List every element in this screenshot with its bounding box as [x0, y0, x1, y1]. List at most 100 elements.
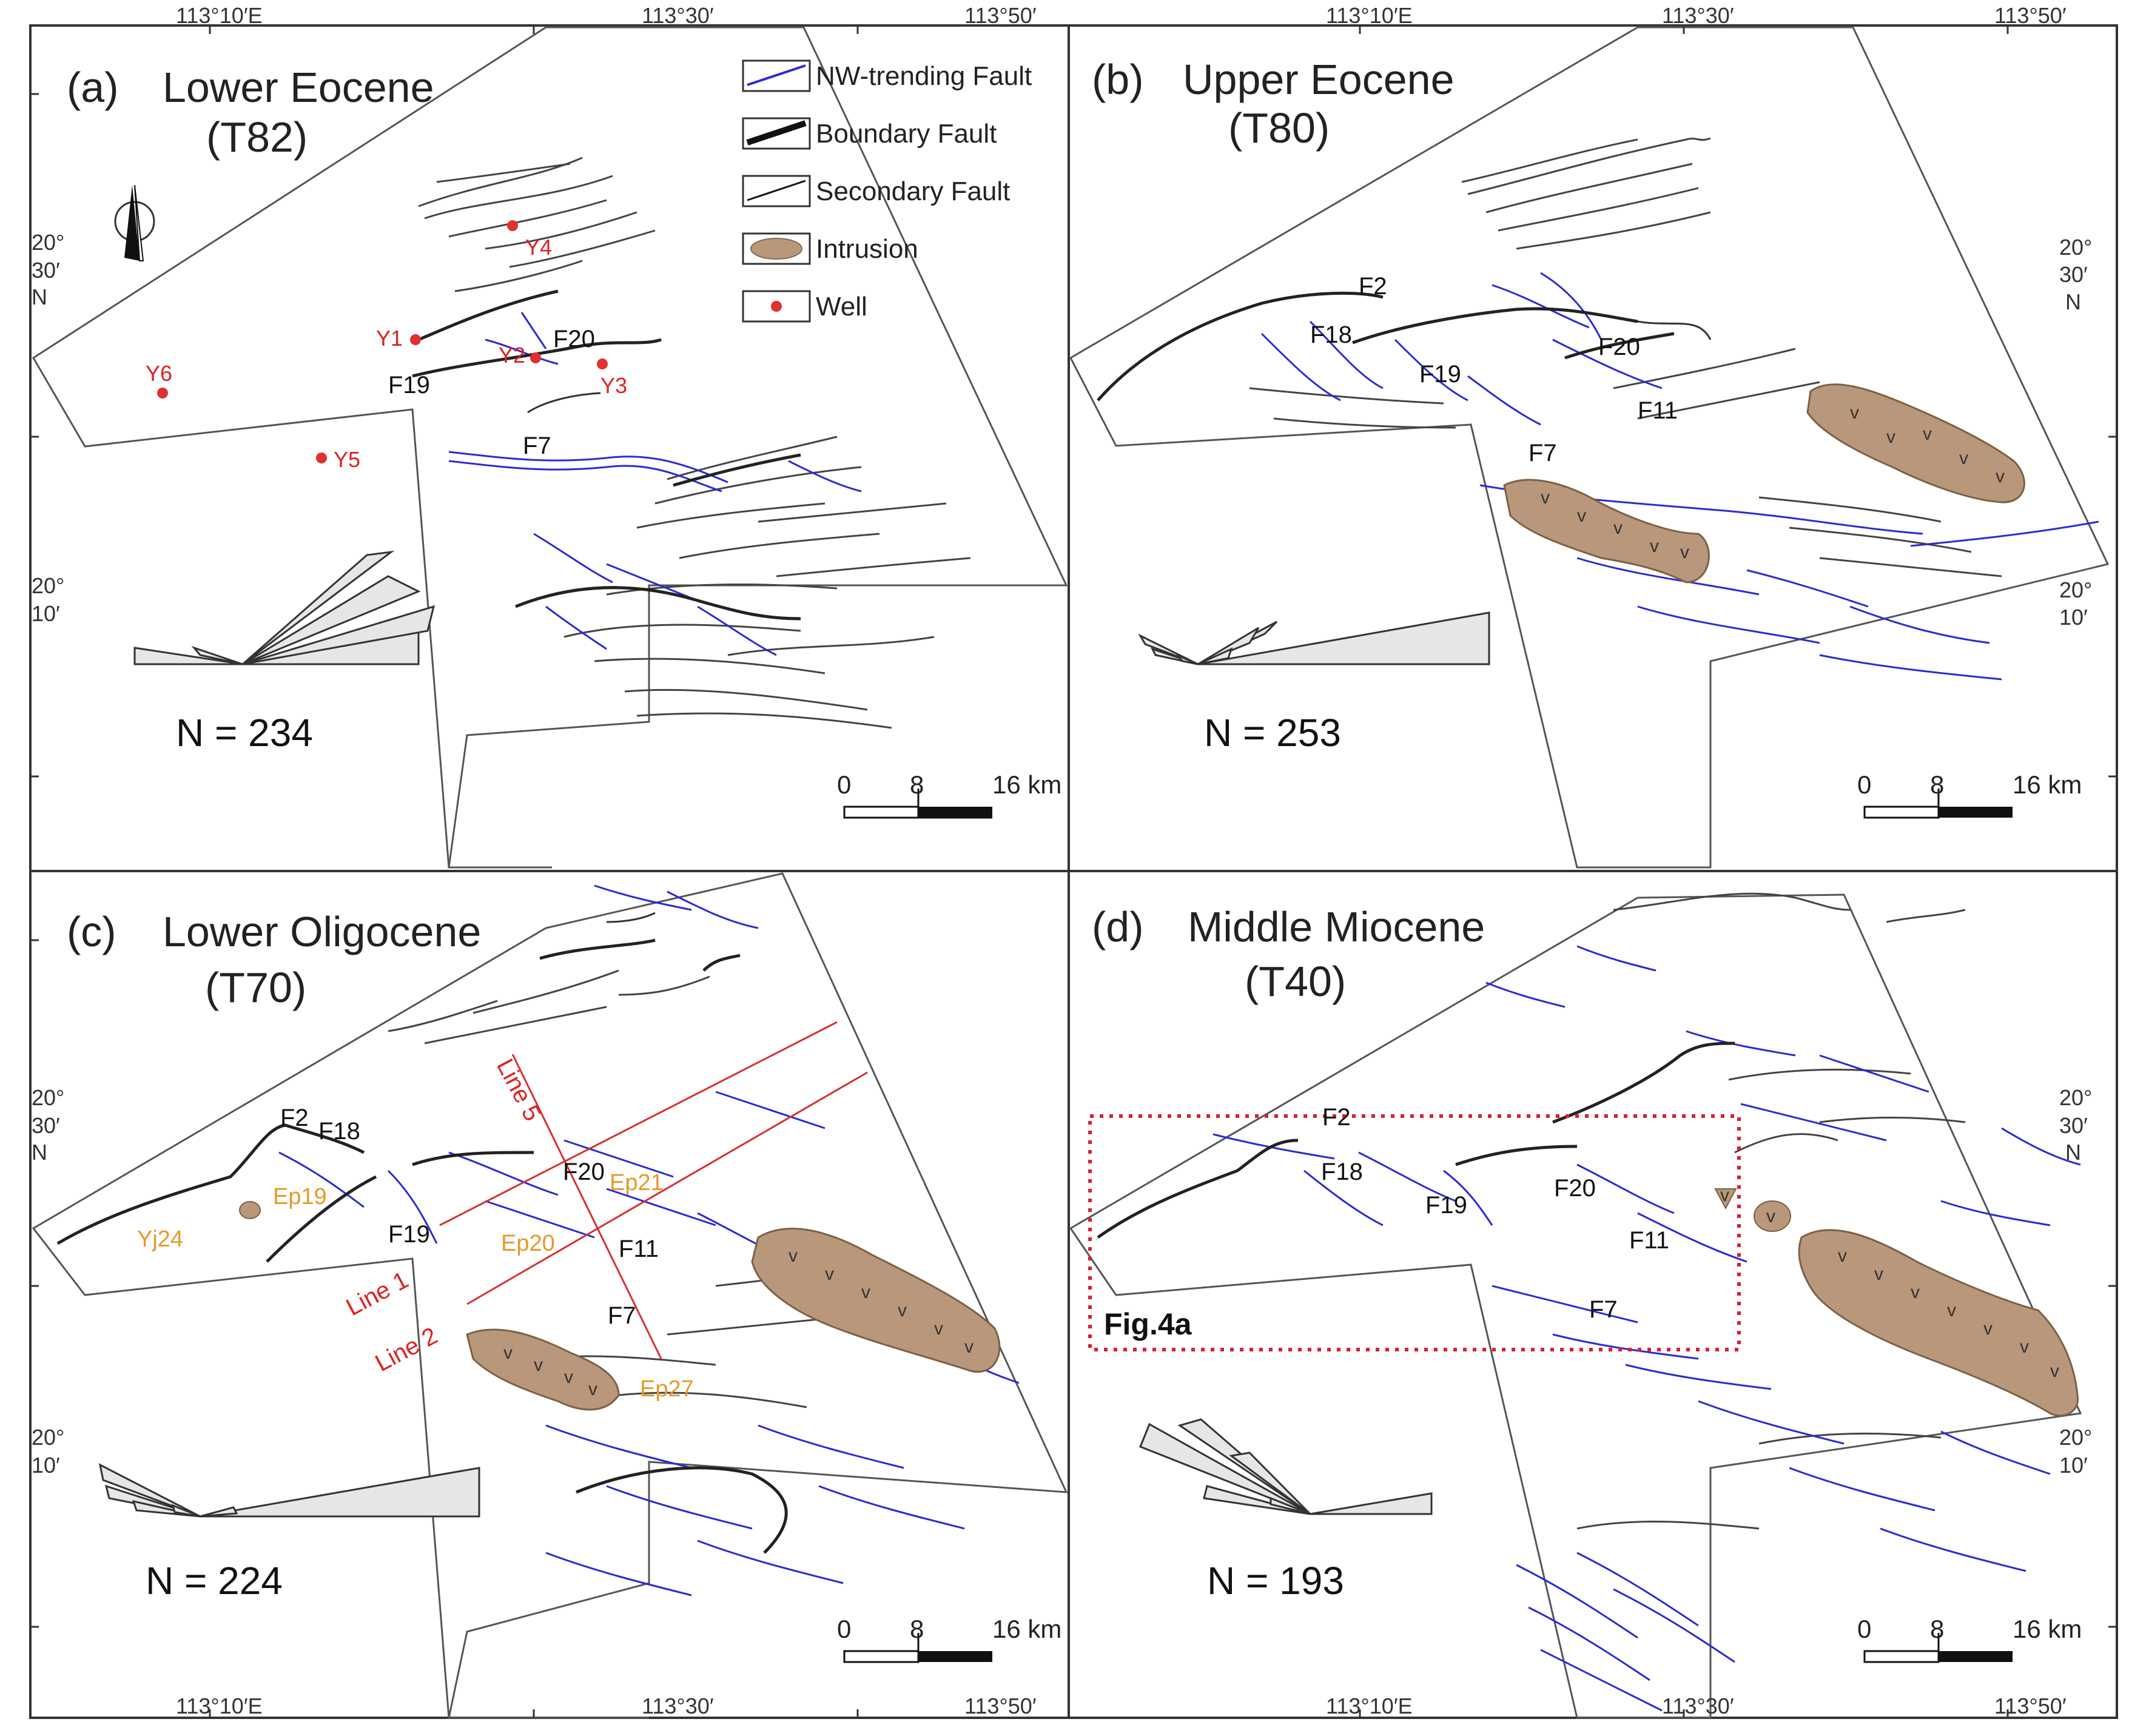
svg-text:v: v [789, 1246, 798, 1266]
svg-text:v: v [825, 1264, 834, 1284]
panel-d-letter: (d) [1092, 903, 1144, 950]
legend: NW-trending Fault Boundary Fault Seconda… [742, 59, 1032, 323]
secondary-faults-a [418, 156, 971, 729]
fault-label-b-F11: F11 [1638, 397, 1678, 424]
lat-30-deg: 20° [32, 230, 64, 255]
fault-label-c-F2: F2 [280, 1105, 309, 1131]
svg-text:v: v [1838, 1246, 1847, 1266]
fault-label-b-F19: F19 [1419, 361, 1461, 388]
legend-intrusion-icon [750, 238, 802, 260]
svg-text:v: v [1983, 1319, 1993, 1339]
rose-diagram-d [1139, 1418, 1433, 1515]
fault-label-d-F18: F18 [1321, 1159, 1363, 1185]
lon-label-c-3: 113°50′ [964, 1694, 1037, 1718]
scale-b-zero: 0 [1857, 770, 1871, 799]
svg-text:v: v [1996, 466, 2005, 486]
fault-label-c-F20: F20 [563, 1159, 605, 1185]
svg-text:v: v [564, 1367, 573, 1387]
scale-c-zero: 0 [837, 1615, 851, 1643]
survey-outline-b [1069, 26, 2110, 869]
svg-text:v: v [1541, 488, 1550, 508]
fault-label-a-F19: F19 [388, 372, 430, 399]
fault-label-d-F2: F2 [1322, 1104, 1351, 1131]
nw-faults-a [448, 312, 862, 656]
nw-faults-d [1212, 945, 2081, 1712]
panel-a-horizon: (T82) [206, 113, 308, 161]
scale-c-mid: 8 [910, 1615, 924, 1643]
panel-a-letter: (a) [67, 64, 119, 111]
svg-text:v: v [1680, 542, 1689, 562]
lat-c-30-deg: 20° [32, 1085, 64, 1110]
boundary-faults-d [1097, 1041, 1735, 1239]
inset-box-fig4a[interactable] [1088, 1114, 1741, 1351]
svg-text:v: v [964, 1337, 974, 1357]
well-label-Ep27: Ep27 [640, 1376, 694, 1402]
lon-label-c-1: 113°10′E [176, 1694, 263, 1718]
svg-text:v: v [503, 1343, 513, 1363]
secondary-faults-d [1576, 892, 1966, 1530]
fault-label-d-F20: F20 [1554, 1175, 1596, 1202]
fault-label-b-F20: F20 [1598, 334, 1640, 360]
well-label-Ep21: Ep21 [610, 1170, 664, 1196]
intrusion-d-east [1798, 1229, 2079, 1417]
lon-label-b-1: 113°10′E [1326, 3, 1413, 28]
well-label-Yj24: Yj24 [137, 1226, 183, 1252]
section-line-1 [439, 1021, 838, 1226]
fault-label-c-F19: F19 [388, 1221, 430, 1248]
boundary-faults-b [1097, 291, 1675, 402]
legend-boundary-fault-icon [746, 120, 807, 146]
well-label-Y2: Y2 [499, 343, 525, 368]
lat-30-min: 30′ [32, 258, 60, 283]
svg-text:v: v [1577, 506, 1586, 526]
lat-d-30-deg: 20° [2059, 1085, 2092, 1110]
scale-bar-a: 0 8 16 km [837, 770, 1061, 819]
lat-b-10-deg: 20° [2059, 577, 2092, 602]
panel-b-count: N = 253 [1204, 711, 1341, 755]
svg-text:v: v [2020, 1337, 2029, 1357]
seismic-lines-c [439, 1021, 868, 1359]
svg-text:v: v [2050, 1361, 2059, 1381]
scale-b-end: 16 km [2013, 770, 2082, 799]
intrusion-c-small [239, 1201, 261, 1219]
svg-text:v: v [898, 1300, 907, 1321]
rose-diagram-b [1138, 611, 1490, 665]
panel-b-title: Upper Eocene [1183, 56, 1455, 103]
lat-30-n: N [32, 284, 47, 309]
intrusion-b-west [1503, 479, 1710, 584]
lat-d-10-min: 10′ [2059, 1453, 2088, 1478]
panel-a-count: N = 234 [176, 711, 313, 755]
svg-text:v: v [1720, 1185, 1729, 1205]
panel-b-letter: (b) [1092, 56, 1144, 103]
fault-label-b-F18: F18 [1310, 321, 1352, 348]
scale-c-end: 16 km [992, 1615, 1061, 1643]
fault-label-b-F7: F7 [1529, 440, 1557, 466]
lon-label-d-1: 113°10′E [1326, 1694, 1413, 1718]
svg-text:v: v [1766, 1206, 1775, 1226]
svg-text:v: v [1613, 518, 1623, 538]
survey-outline-c [32, 872, 1068, 1719]
well-label-Y4: Y4 [525, 235, 552, 260]
lat-b-10-min: 10′ [2059, 605, 2088, 630]
lon-label-b-3: 113°50′ [1994, 3, 2067, 28]
lat-b-30-deg: 20° [2059, 235, 2092, 260]
lat-c-30-min: 30′ [32, 1113, 60, 1138]
svg-text:v: v [861, 1282, 870, 1302]
inset-label-fig4a: Fig.4a [1104, 1307, 1192, 1341]
fault-label-b-F2: F2 [1359, 273, 1387, 300]
fault-label-c-F7: F7 [608, 1302, 636, 1329]
intrusion-c-west [466, 1328, 620, 1411]
survey-outline-d [1069, 893, 2082, 1719]
svg-text:v: v [1874, 1264, 1883, 1284]
well-dot-Y6 [157, 388, 168, 399]
lat-c-30-n: N [32, 1140, 47, 1165]
panel-d-title: Middle Miocene [1188, 903, 1485, 950]
lat-10-min: 10′ [32, 601, 60, 626]
lat-c-10-min: 10′ [32, 1453, 60, 1478]
legend-nw-fault-icon [747, 64, 806, 86]
scale-d-end: 16 km [2013, 1615, 2082, 1643]
fault-label-a-F7: F7 [523, 432, 551, 459]
north-arrow-icon [114, 184, 155, 261]
